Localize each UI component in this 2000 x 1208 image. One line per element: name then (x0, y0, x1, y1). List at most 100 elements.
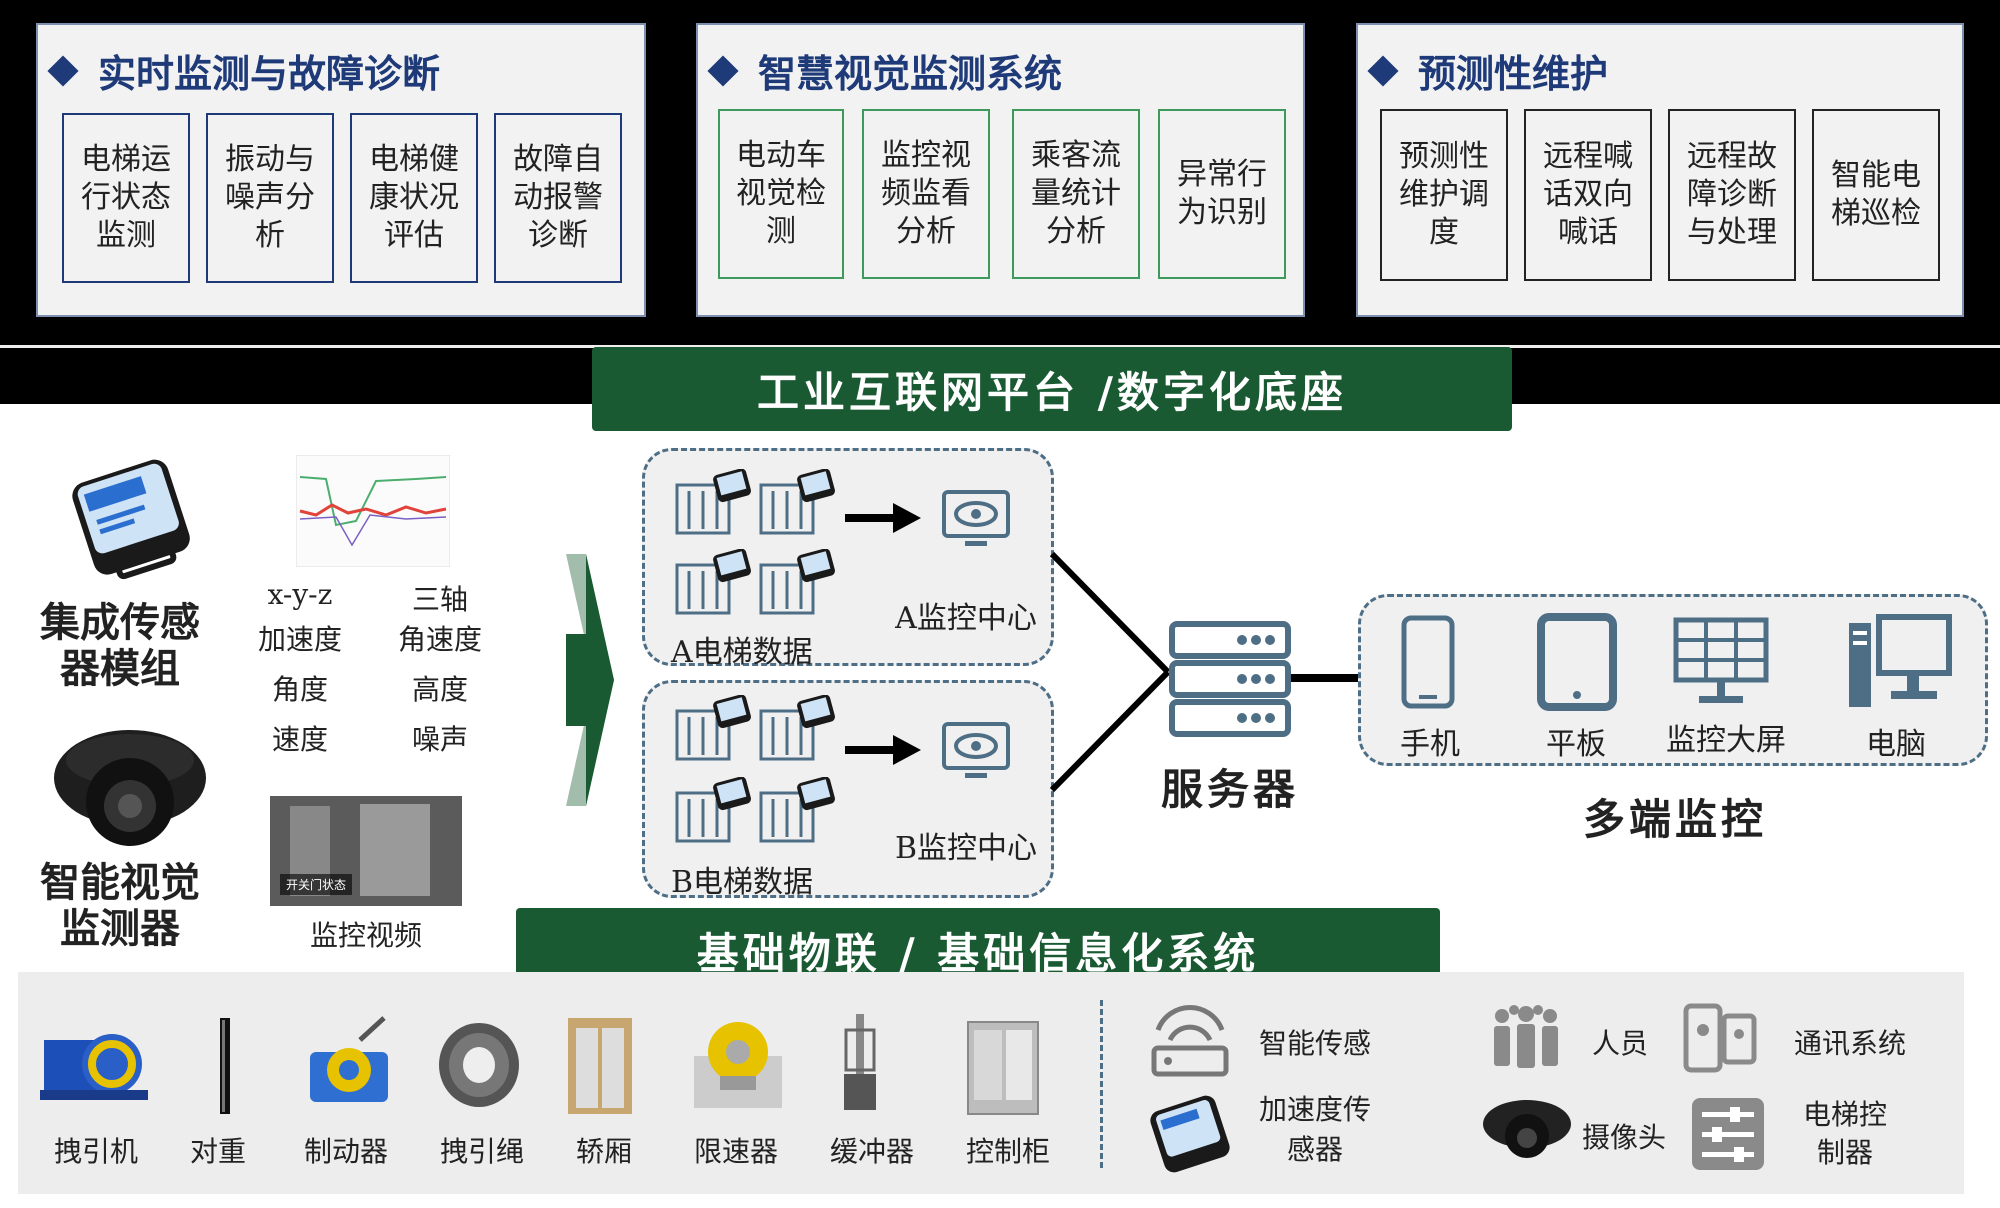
right-item-label: 电梯控制器 (1802, 1098, 1887, 1169)
divider (0, 345, 2000, 348)
panel-title-text: 预测性维护 (1418, 51, 1609, 96)
monitor-eye-icon (942, 490, 1010, 546)
component-label: 拽引机 (53, 1135, 138, 1168)
component-label: 控制柜 (965, 1135, 1050, 1168)
right-arrow-icon (845, 503, 921, 533)
component-label: 对重 (189, 1135, 246, 1168)
feature-box[interactable]: 监控视频监看分析 (862, 109, 990, 279)
router-sensor-icon (1151, 1004, 1229, 1077)
video-thumbnail[interactable]: 开关门状态 (270, 796, 462, 906)
feature-label: 智能电梯巡检 (1831, 158, 1921, 231)
elevator-group-b: B监控中心 B电梯数据 (642, 680, 1054, 900)
feature-label: 电梯运行状态监测 (81, 142, 171, 253)
buffer-icon (844, 1014, 876, 1110)
feature-label: 故障自动报警诊断 (513, 142, 603, 253)
metric-height: 高度 (411, 673, 468, 706)
metric-speed: 速度 (271, 723, 328, 756)
feature-box[interactable]: 电梯运行状态监测 (62, 113, 190, 283)
speed-governor-icon (694, 1022, 782, 1108)
elevator-icon (675, 777, 751, 843)
bottom-divider (1100, 1000, 1103, 1168)
control-cabinet-icon (967, 1021, 1039, 1115)
diamond-bullet-icon (707, 54, 739, 87)
dome-camera-icon (1483, 1100, 1571, 1158)
right-item-label: 通讯系统 (1793, 1027, 1906, 1060)
panel-title-text: 实时监测与故障诊断 (98, 51, 441, 96)
terminal-label: 监控大屏 (1666, 723, 1786, 758)
terminal-label: 手机 (1400, 727, 1460, 762)
metric-angle: 角度 (271, 673, 328, 706)
people-icon (1494, 1005, 1558, 1068)
elevator-icon (759, 549, 835, 615)
sensor-module-label: 集成传感器模组 (40, 599, 200, 692)
right-item-label: 智能传感 (1258, 1027, 1371, 1060)
feature-box[interactable]: 电动车视觉检测 (718, 109, 844, 279)
controller-sliders-icon (1692, 1098, 1764, 1170)
monitoring-center-label: B监控中心 (894, 831, 1038, 866)
metric-noise: 噪声 (411, 723, 468, 756)
feature-label: 电梯健康状况评估 (369, 142, 459, 253)
elevator-data-label: B电梯数据 (671, 865, 814, 900)
metric-acceleration: 加速度 (257, 623, 342, 656)
metric-three-axis: 三轴 (411, 583, 468, 616)
feature-box[interactable]: 预测性维护调度 (1380, 109, 1508, 281)
panel-predictive-maintenance: 预测性维护 预测性维护调度 远程喊话双向喊话 远程故障诊断与处理 智能电梯巡检 (1356, 23, 1964, 317)
elevator-car-icon (568, 1018, 632, 1114)
panel-title: 智慧视觉监测系统 (707, 43, 1063, 98)
panel-title: 实时监测与故障诊断 (47, 43, 441, 98)
counterweight-icon (220, 1018, 230, 1114)
desktop-computer-icon (1849, 614, 1952, 707)
video-caption: 开关门状态 (280, 874, 353, 895)
feature-box[interactable]: 异常行为识别 (1158, 109, 1286, 279)
component-label: 缓冲器 (829, 1135, 914, 1168)
flow-arrow-icon (566, 554, 614, 806)
feature-box[interactable]: 远程喊话双向喊话 (1524, 109, 1652, 281)
feature-label: 振动与噪声分析 (225, 142, 315, 253)
feature-label: 远程喊话双向喊话 (1543, 139, 1633, 250)
component-label: 限速器 (693, 1135, 778, 1168)
monitoring-center-label: A监控中心 (895, 601, 1037, 636)
feature-box[interactable]: 电梯健康状况评估 (350, 113, 478, 283)
vision-monitor-label: 智能视觉监测器 (40, 859, 200, 952)
feature-box[interactable]: 智能电梯巡检 (1812, 109, 1940, 281)
intercom-icon (1683, 1003, 1757, 1073)
right-item-label: 加速度传感器 (1258, 1093, 1371, 1166)
feature-label: 电动车视觉检测 (736, 138, 826, 249)
elevator-group-a: A监控中心 A电梯数据 (642, 448, 1054, 670)
platform-bar-text: 工业互联网平台 /数字化底座 (757, 367, 1347, 417)
multi-terminal-label: 多端监控 (1582, 795, 1767, 844)
panel-vision-monitoring: 智慧视觉监测系统 电动车视觉检测 监控视频监看分析 乘客流量统计分析 异常行为识… (696, 23, 1305, 317)
dome-camera-icon (54, 730, 206, 846)
right-arrow-icon (845, 735, 921, 765)
traction-rope-icon (439, 1023, 519, 1107)
feature-box[interactable]: 乘客流量统计分析 (1012, 109, 1140, 279)
video-label: 监控视频 (309, 919, 422, 952)
right-item-label: 人员 (1591, 1027, 1648, 1060)
feature-label: 异常行为识别 (1177, 157, 1267, 230)
video-wall-icon (1673, 617, 1769, 703)
terminals-group: 手机 平板 监控大屏 电脑 (1358, 594, 1988, 766)
terminal-label: 平板 (1546, 727, 1606, 762)
elevator-icon (675, 549, 751, 615)
metric-xyz: x-y-z (267, 578, 333, 611)
elevator-icon (759, 695, 835, 761)
server-icon (1169, 621, 1291, 737)
phone-icon (1401, 615, 1455, 709)
feature-box[interactable]: 振动与噪声分析 (206, 113, 334, 283)
platform-bar: 工业互联网平台 /数字化底座 (592, 347, 1512, 431)
elevator-icon (759, 777, 835, 843)
traction-machine-icon (40, 1034, 148, 1100)
right-item-label: 摄像头 (1581, 1121, 1666, 1154)
terminal-label: 电脑 (1866, 727, 1926, 762)
feature-label: 预测性维护调度 (1399, 139, 1489, 250)
panel-title-text: 智慧视觉监测系统 (758, 51, 1063, 96)
metric-angular-velocity: 角速度 (397, 623, 482, 656)
component-label: 轿厢 (575, 1135, 632, 1168)
feature-box[interactable]: 远程故障诊断与处理 (1668, 109, 1796, 281)
panel-title: 预测性维护 (1367, 43, 1609, 98)
elevator-icon (675, 695, 751, 761)
elevator-icon (759, 469, 835, 535)
feature-label: 远程故障诊断与处理 (1687, 139, 1777, 250)
feature-box[interactable]: 故障自动报警诊断 (494, 113, 622, 283)
server-label: 服务器 (1160, 765, 1299, 814)
